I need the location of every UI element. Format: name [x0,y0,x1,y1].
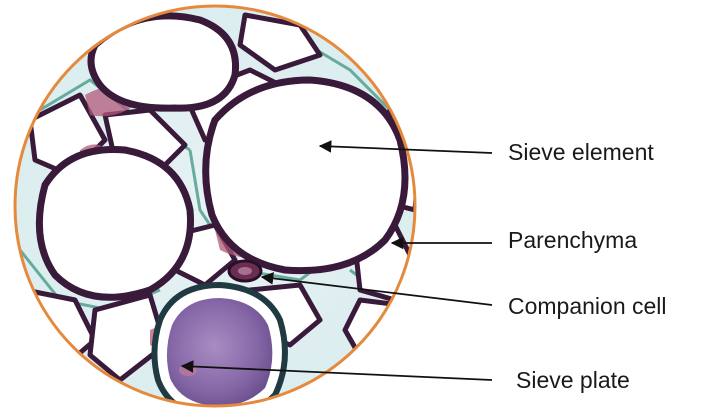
sieve-element-cell-main [206,80,405,271]
label-companion-cell: Companion cell [508,293,667,319]
companion-cell [229,261,261,281]
label-parenchyma: Parenchyma [508,227,637,253]
sieve-element-cell-top-left [91,16,236,108]
sieve-plate-cell [154,285,285,416]
micrograph [0,0,430,416]
sieve-plate [167,298,272,406]
label-sieve-plate: Sieve plate [516,367,630,393]
label-sieve-element: Sieve element [508,139,654,165]
small-cell [345,300,405,365]
sieve-element-cell-left [39,149,190,297]
